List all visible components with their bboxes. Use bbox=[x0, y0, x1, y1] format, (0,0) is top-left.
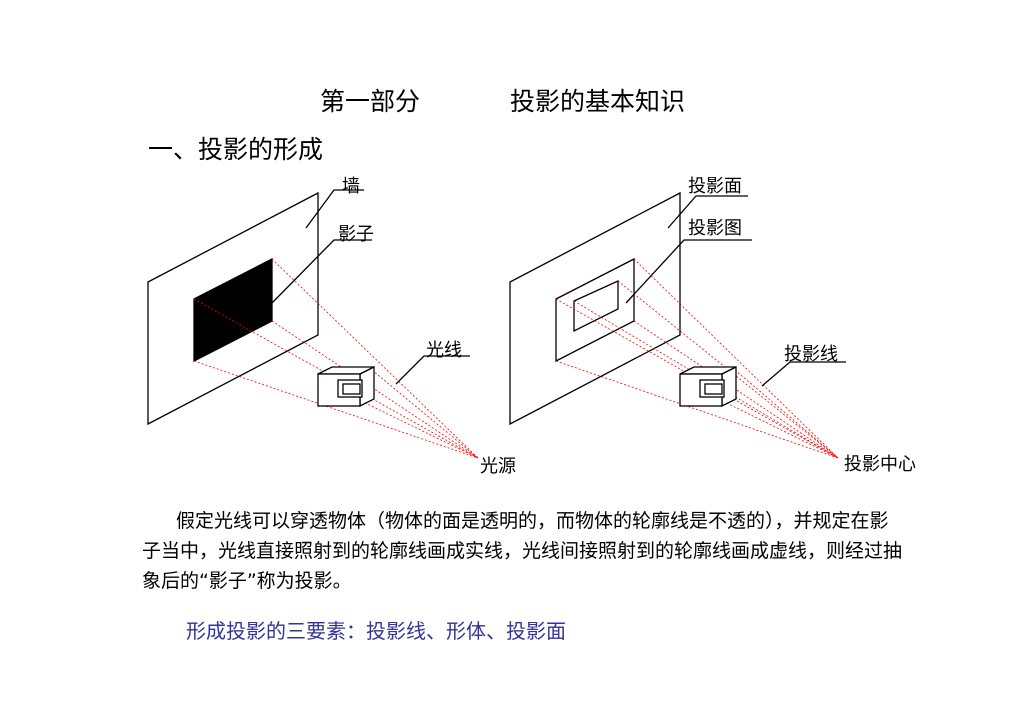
right-figure bbox=[509, 191, 846, 459]
label-projection-image: 投影图 bbox=[688, 218, 742, 239]
label-light-source: 光源 bbox=[480, 456, 516, 477]
object-box bbox=[317, 365, 375, 408]
label-projection-plane: 投影面 bbox=[688, 176, 742, 197]
object-box-right bbox=[679, 365, 737, 408]
shadow-rect bbox=[193, 257, 273, 363]
summary-line: 形成投影的三要素：投影线、形体、投影面 bbox=[186, 619, 566, 643]
explanation-paragraph: 假定光线可以穿透物体（物体的面是透明的，而物体的轮廓线是不透的），并规定在影子当… bbox=[142, 510, 903, 592]
label-wall: 墙 bbox=[342, 176, 360, 197]
left-figure bbox=[147, 189, 479, 459]
projected-outer-rect bbox=[555, 257, 635, 363]
label-projection-center: 投影中心 bbox=[844, 454, 916, 475]
section-heading: 一、投影的形成 bbox=[148, 135, 324, 164]
projection-line-leader bbox=[761, 361, 846, 387]
projected-inner-rect bbox=[573, 279, 619, 333]
ray-leader bbox=[395, 355, 470, 385]
plane-leader bbox=[667, 195, 748, 229]
label-shadow: 影子 bbox=[338, 224, 374, 245]
image-leader bbox=[625, 239, 752, 304]
page-title-topic: 投影的基本知识 bbox=[510, 87, 686, 116]
page-title-part: 第一部分 bbox=[320, 87, 421, 116]
label-light-ray: 光线 bbox=[426, 340, 462, 361]
projection-plane bbox=[509, 191, 681, 426]
wall-leader bbox=[305, 189, 364, 229]
wall-plane bbox=[147, 191, 319, 426]
label-projection-line: 投影线 bbox=[784, 344, 838, 365]
shadow-leader bbox=[271, 239, 372, 304]
